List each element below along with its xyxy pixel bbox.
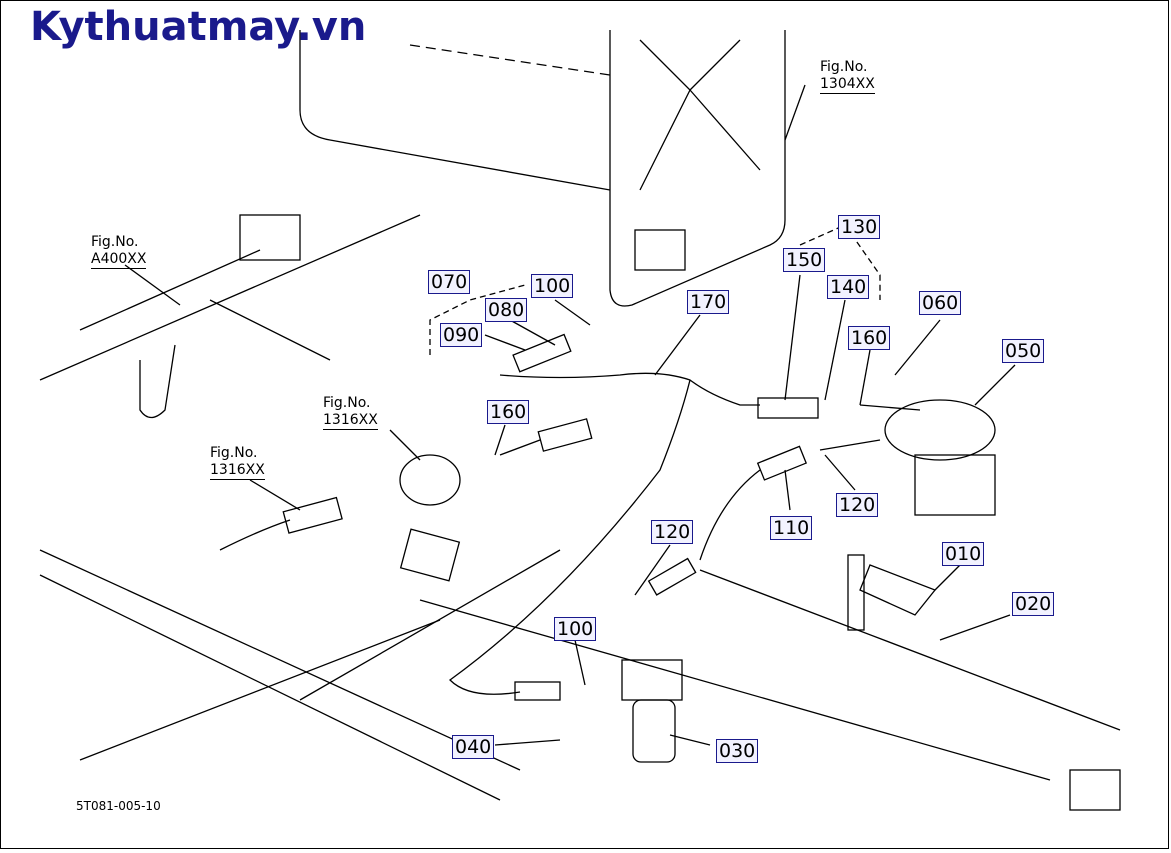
hose-sleeve-090: [512, 333, 572, 373]
figure-ref-label: Fig.No.: [323, 395, 371, 411]
leader: [389, 429, 421, 461]
figure-ref-number: A400XX: [91, 251, 147, 269]
part-label-160[interactable]: 160: [487, 400, 530, 424]
frame-rail: [209, 299, 331, 361]
hose-sleeve-left: [282, 496, 343, 534]
part-label-170[interactable]: 170: [687, 290, 730, 314]
part-label-110[interactable]: 110: [770, 516, 813, 540]
leader: [824, 454, 856, 491]
leader: [494, 739, 561, 746]
fuel-hose: [499, 372, 760, 406]
figure-ref-a400[interactable]: Fig.No. A400XX: [91, 234, 147, 269]
leader: [654, 314, 701, 376]
part-label-130[interactable]: 130: [838, 215, 881, 239]
part-label-030[interactable]: 030: [716, 739, 759, 763]
tank-filter: [634, 229, 686, 271]
fuel-filter-head: [884, 399, 996, 461]
leader: [669, 734, 711, 746]
leader: [554, 299, 591, 326]
frame-rail: [79, 619, 441, 761]
part-label-070[interactable]: 070: [428, 270, 471, 294]
figure-ref-number: 1304XX: [820, 76, 875, 94]
figure-ref-1304[interactable]: Fig.No. 1304XX: [820, 59, 875, 94]
leader: [859, 349, 871, 406]
part-label-050[interactable]: 050: [1002, 339, 1045, 363]
part-label-010[interactable]: 010: [942, 542, 985, 566]
frame-bracket: [239, 214, 301, 261]
part-label-060[interactable]: 060: [919, 291, 962, 315]
figure-ref-number: 1316XX: [210, 462, 265, 480]
figure-ref-number: 1316XX: [323, 412, 378, 430]
fuel-hose: [859, 404, 921, 411]
leader: [124, 264, 181, 306]
u-bolt: [139, 344, 176, 419]
figure-ref-label: Fig.No.: [210, 445, 258, 461]
fuel-hose: [219, 519, 291, 551]
tank-cross: [639, 39, 761, 191]
leader: [784, 84, 806, 141]
frame-rail: [419, 599, 1051, 781]
part-label-020[interactable]: 020: [1012, 592, 1055, 616]
water-separator-bowl: [632, 699, 676, 763]
hose-sleeve-lower: [514, 681, 561, 701]
figure-ref-label: Fig.No.: [820, 59, 868, 75]
fuel-pump-body: [399, 454, 461, 506]
frame-rail: [699, 569, 1121, 731]
group-bracket-130: [799, 224, 881, 300]
fuel-pump-bracket: [399, 528, 461, 582]
frame-rail: [299, 549, 561, 701]
fuel-tank-outline: [299, 30, 611, 191]
leader: [934, 564, 961, 591]
leader: [894, 319, 941, 376]
mounting-bracket: [859, 564, 937, 616]
part-label-150[interactable]: 150: [783, 248, 826, 272]
part-label-140[interactable]: 140: [827, 275, 870, 299]
leader: [249, 479, 301, 511]
part-label-160[interactable]: 160: [848, 326, 891, 350]
diagram-code: 5T081-005-10: [76, 799, 161, 813]
figure-ref-1316-left[interactable]: Fig.No. 1316XX: [210, 445, 265, 480]
leader: [974, 364, 1016, 406]
part-label-040[interactable]: 040: [452, 735, 495, 759]
leader: [939, 614, 1011, 641]
frame-rail: [39, 214, 421, 381]
part-label-080[interactable]: 080: [485, 298, 528, 322]
hose-sleeve-120: [647, 557, 697, 596]
frame-rail: [39, 574, 501, 801]
fuel-hose: [449, 379, 691, 695]
frame-bracket: [1069, 769, 1121, 811]
tank-bottom-dash: [409, 44, 611, 76]
part-label-090[interactable]: 090: [440, 323, 483, 347]
hose-sleeve-150: [757, 397, 819, 419]
tank-frame: [609, 30, 786, 307]
leader: [784, 469, 791, 511]
leader: [509, 319, 556, 346]
frame-rail: [79, 249, 261, 331]
hose-sleeve-mid: [537, 418, 593, 452]
frame-rail: [39, 549, 521, 771]
leader: [824, 299, 846, 401]
part-label-120[interactable]: 120: [836, 493, 879, 517]
fuel-hose: [699, 469, 761, 561]
figure-ref-1316-top[interactable]: Fig.No. 1316XX: [323, 395, 378, 430]
fuel-filter-can: [914, 454, 996, 516]
part-label-100[interactable]: 100: [531, 274, 574, 298]
fuel-hose: [499, 439, 541, 456]
watermark-logo: Kythuatmay.vn: [30, 4, 367, 50]
bracket-plate: [847, 554, 865, 631]
leader: [574, 639, 586, 686]
leader: [784, 274, 801, 401]
water-separator-head: [621, 659, 683, 701]
fuel-hose: [819, 439, 881, 451]
part-label-100[interactable]: 100: [554, 617, 597, 641]
leader: [634, 544, 671, 596]
part-label-120[interactable]: 120: [651, 520, 694, 544]
leader: [484, 334, 526, 351]
figure-ref-label: Fig.No.: [91, 234, 139, 250]
leader: [494, 424, 506, 456]
hose-sleeve-110: [756, 445, 808, 481]
